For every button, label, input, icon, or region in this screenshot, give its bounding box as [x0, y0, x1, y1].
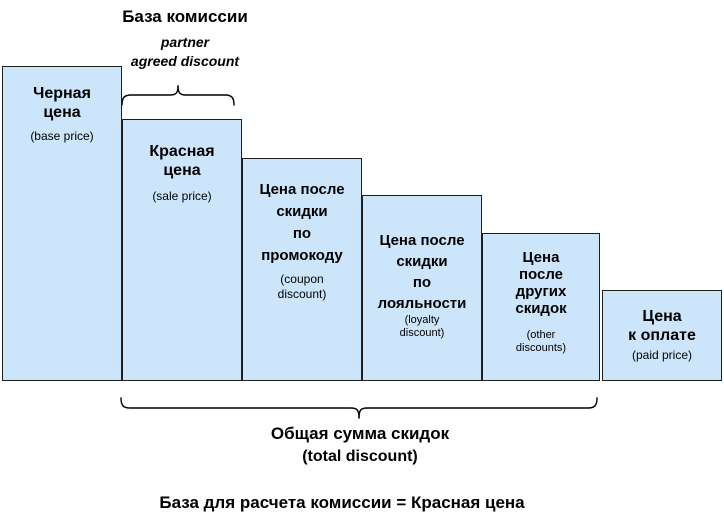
bar-sale-price: Красная цена (sale price) — [122, 119, 242, 381]
bar-caption: (base price) — [30, 129, 94, 143]
bar-caption: (sale price) — [152, 189, 212, 203]
bar-coupon-discount-price: Цена после скидки по промокоду (coupon d… — [242, 158, 362, 381]
bar-black-price: Черная цена (base price) — [2, 66, 122, 381]
commission-base-title: База комиссии — [122, 7, 248, 26]
bar-title: Красная цена — [149, 143, 215, 179]
bar-loyalty-discount-price: Цена после скидки по лояльности (loyalty… — [362, 195, 482, 381]
total-discount-label-ru: Общая сумма скидок — [270, 424, 450, 443]
commission-formula: База для расчета комиссии = Красная цена — [159, 493, 525, 512]
partner-discount-brace-icon — [121, 85, 235, 106]
total-discount-annotation: Общая сумма скидок (total discount) — [160, 424, 560, 466]
partner-discount-label-line2: agreed discount — [130, 53, 240, 69]
bar-caption: (loyalty discount) — [399, 314, 445, 339]
bar-caption: (paid price) — [631, 348, 693, 362]
total-discount-label-en: (total discount) — [302, 448, 418, 465]
bar-paid-price: Цена к оплате (paid price) — [602, 290, 722, 381]
bar-title: Цена к оплате — [628, 308, 696, 344]
bar-title: Цена после скидки по промокоду — [259, 181, 345, 264]
bar-title: Цена после других скидок — [515, 249, 567, 317]
bar-other-discounts-price: Цена после других скидок (other discount… — [482, 233, 600, 381]
total-discount-brace-icon — [120, 397, 598, 419]
commission-base-annotation: База комиссии partner agreed discount — [85, 7, 285, 71]
bar-caption: (coupon discount) — [277, 272, 327, 301]
bar-title: Черная цена — [33, 85, 91, 121]
bar-title: Цена после скидки по лояльности — [377, 232, 467, 312]
bar-caption: (other discounts) — [515, 329, 567, 354]
partner-discount-label-line1: partner — [160, 34, 210, 50]
